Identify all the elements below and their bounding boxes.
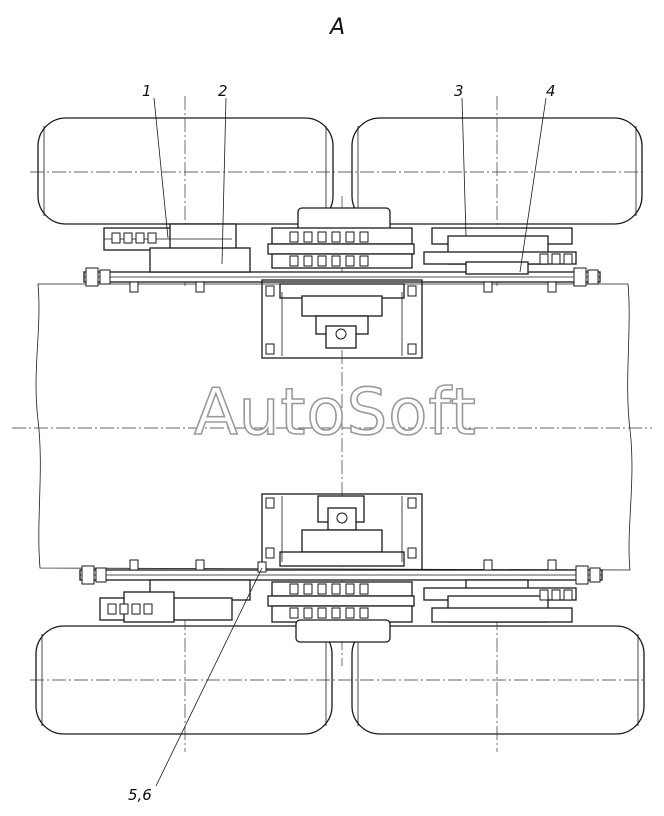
callout-3: 3 — [454, 82, 464, 100]
hub-top-center — [267, 207, 415, 269]
sprocket-right-top — [423, 227, 577, 275]
watermark-text: AutoSoft — [194, 376, 477, 450]
leader-lines — [153, 97, 547, 787]
frame-outline — [35, 283, 633, 571]
view-label: А — [328, 15, 345, 40]
callout-2: 2 — [218, 82, 228, 100]
sprocket-right-bottom — [423, 579, 577, 623]
gearbox-top — [261, 279, 423, 359]
callout-1: 1 — [142, 82, 152, 100]
callout-5-6: 5,6 — [128, 786, 152, 804]
cross-beam-top — [83, 267, 601, 287]
cross-beam-bottom — [79, 565, 603, 585]
sprocket-left-bottom — [99, 579, 251, 623]
tyre-top-left — [37, 117, 334, 225]
gearbox-bottom — [261, 493, 423, 573]
sprocket-left-top — [103, 223, 251, 273]
hub-bottom-center — [267, 581, 415, 643]
callout-4: 4 — [546, 82, 556, 100]
frame-bolts — [129, 281, 557, 573]
